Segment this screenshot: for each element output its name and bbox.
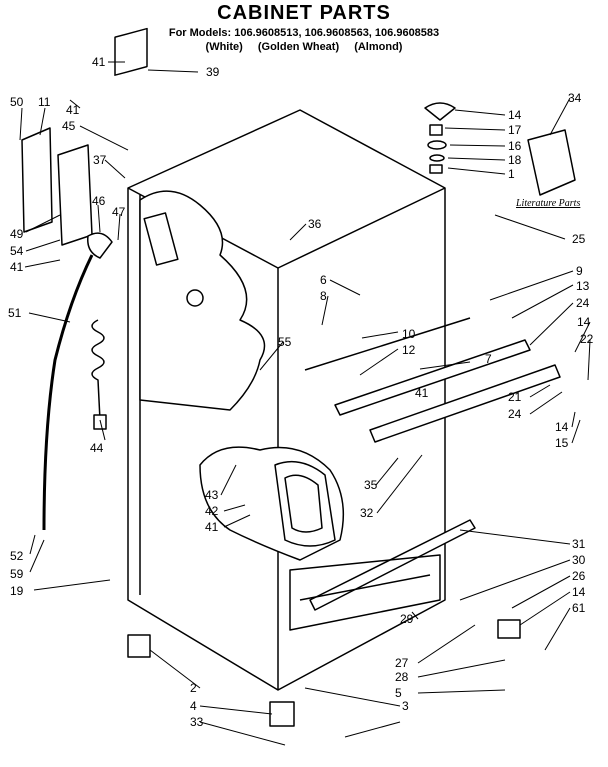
callout-label: 17 xyxy=(508,123,522,137)
power-cord xyxy=(91,319,105,421)
callout-label: 1 xyxy=(508,167,515,181)
damper-housing xyxy=(87,232,113,259)
callout-label: 25 xyxy=(572,232,586,246)
callout-label: 14 xyxy=(508,108,522,122)
hinge-cap xyxy=(424,102,456,121)
callout-label: 54 xyxy=(10,244,24,258)
callout-label: 27 xyxy=(395,656,409,670)
callout-label: 49 xyxy=(10,227,24,241)
callout-label: 51 xyxy=(8,306,22,320)
callout-label: 39 xyxy=(206,65,220,79)
floor-crossbar xyxy=(299,574,431,601)
callout-label: 36 xyxy=(308,217,322,231)
color-golden-wheat: (Golden Wheat) xyxy=(257,41,340,53)
callout-label: 46 xyxy=(92,194,106,208)
drain-tube xyxy=(42,254,94,531)
cover-plate xyxy=(114,27,148,76)
callout-label: 43 xyxy=(205,488,219,502)
callout-label: 18 xyxy=(508,153,522,167)
literature-pack xyxy=(527,129,576,196)
hinge-spacer xyxy=(429,164,443,174)
leader-lines xyxy=(19,61,591,746)
callout-label: 11 xyxy=(38,95,51,109)
callout-label: 21 xyxy=(508,390,522,404)
freezer-fitting xyxy=(186,289,204,307)
callout-label: 24 xyxy=(576,296,590,310)
control-panel-cover xyxy=(57,144,93,246)
freezer-vent-opening xyxy=(143,212,179,266)
callout-label: 42 xyxy=(205,504,219,518)
rear-leveling-leg xyxy=(269,701,295,727)
callout-label: 50 xyxy=(10,95,24,109)
callout-label: 13 xyxy=(576,279,590,293)
cabinet-floor xyxy=(289,554,441,631)
callout-label: 2 xyxy=(190,681,197,695)
callout-label: 22 xyxy=(580,332,594,346)
callout-label: 19 xyxy=(10,584,24,598)
color-almond: (Almond) xyxy=(354,41,403,53)
callout-label: 5 xyxy=(395,686,402,700)
front-caster xyxy=(127,634,151,658)
hinge-washer xyxy=(427,140,447,150)
callout-label: 33 xyxy=(190,715,204,729)
callout-label: 41 xyxy=(415,386,429,400)
callout-label: 34 xyxy=(568,91,582,105)
callout-labels: 41 39 50 11 41 45 37 46 47 49 54 41 51 3… xyxy=(8,55,594,729)
callout-label: 45 xyxy=(62,119,76,133)
color-white: (White) xyxy=(205,41,243,53)
callout-label: 52 xyxy=(10,549,24,563)
callout-label: 59 xyxy=(10,567,24,581)
callout-label: 31 xyxy=(572,537,586,551)
callout-label: 4 xyxy=(190,699,197,713)
mullion-bar xyxy=(304,317,471,371)
control-panel-bracket xyxy=(21,127,53,233)
literature-parts-label: Literature Parts xyxy=(515,198,580,209)
callout-label: 10 xyxy=(402,327,416,341)
callout-label: 28 xyxy=(395,670,409,684)
callout-label: 41 xyxy=(205,520,219,534)
callout-label: 41 xyxy=(66,103,80,117)
colors-line: (White) (Golden Wheat) (Almond) xyxy=(0,41,608,53)
callout-label: 24 xyxy=(508,407,522,421)
base-rail xyxy=(309,519,476,611)
callout-label: 47 xyxy=(112,205,126,219)
callout-label: 30 xyxy=(572,553,586,567)
callout-label: 6 xyxy=(320,273,327,287)
models-line: For Models: 106.9608513, 106.9608563, 10… xyxy=(168,27,440,39)
callout-label: 41 xyxy=(10,260,24,274)
callout-label: 9 xyxy=(576,264,583,278)
top-hinge-bushing xyxy=(429,124,443,136)
callout-label: 26 xyxy=(572,569,586,583)
callout-label: 61 xyxy=(572,601,586,615)
callout-label: 44 xyxy=(90,441,104,455)
hinge-bracket xyxy=(497,619,521,639)
divider-channel xyxy=(334,339,531,416)
compressor-shroud-inner xyxy=(284,474,323,533)
callout-label: 12 xyxy=(402,343,416,357)
callout-label: 15 xyxy=(555,436,569,450)
callout-label: 14 xyxy=(577,315,591,329)
callout-label: 55 xyxy=(278,335,292,349)
compressor-shroud xyxy=(274,460,336,547)
callout-label: 8 xyxy=(320,289,327,303)
callout-label: 29 xyxy=(400,612,414,626)
front-rail xyxy=(369,364,561,443)
callout-label: 41 xyxy=(92,55,106,69)
callout-label: 16 xyxy=(508,139,522,153)
diagram-title: CABINET PARTS xyxy=(217,2,391,24)
callout-label: 37 xyxy=(93,153,107,167)
callout-label: 7 xyxy=(485,352,492,366)
callout-label: 35 xyxy=(364,478,378,492)
callout-label: 32 xyxy=(360,506,374,520)
callout-label: 14 xyxy=(572,585,586,599)
shim xyxy=(429,154,445,162)
callout-label: 14 xyxy=(555,420,569,434)
callout-label: 3 xyxy=(402,699,409,713)
